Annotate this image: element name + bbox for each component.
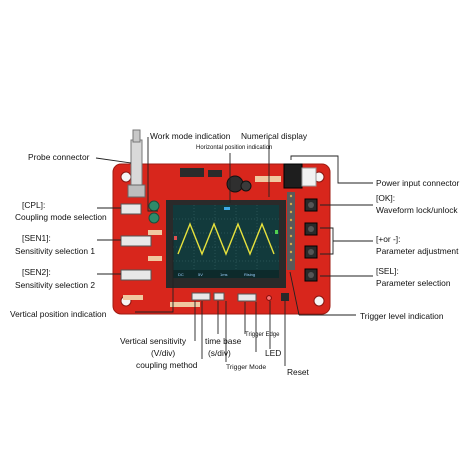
lcd-grid xyxy=(173,205,279,278)
capacitor-top xyxy=(226,175,244,193)
status-timebase: 1ms xyxy=(220,272,228,277)
label-power-input: Power input connector xyxy=(376,178,460,188)
component-row-top xyxy=(255,176,281,182)
lcd-top-marker xyxy=(224,207,230,210)
label-trigger-mode: Trigger Mode xyxy=(226,364,267,371)
pin-header-dots xyxy=(289,194,293,262)
capacitor-top-2 xyxy=(240,180,252,192)
label-v-div: (V/div) xyxy=(151,348,176,358)
left-parts-a xyxy=(148,230,162,235)
label-sensitivity-selection-1: Sensitivity selection 1 xyxy=(15,246,96,256)
label-numerical-display: Numerical display xyxy=(241,131,308,141)
label-parameter-selection: Parameter selection xyxy=(376,278,451,288)
label-parameter-adjustment: Parameter adjustment xyxy=(376,246,459,256)
lcd-left-marker xyxy=(174,236,177,240)
mounting-hole-br xyxy=(313,295,325,307)
led-on-board xyxy=(266,295,272,301)
label-time-base: time base xyxy=(205,336,242,346)
label-sensitivity-selection-2: Sensitivity selection 2 xyxy=(15,280,96,290)
cpl-switch xyxy=(120,203,142,215)
sen2-switch xyxy=(120,269,152,281)
label-sen2-key: [SEN2]: xyxy=(22,267,51,277)
label-coupling-method: coupling method xyxy=(136,360,198,370)
label-trigger-edge: Trigger Edge xyxy=(245,332,280,338)
bottom-switch-2 xyxy=(213,292,225,301)
sen1-switch xyxy=(120,235,152,247)
label-sen1-key: [SEN1]: xyxy=(22,233,51,243)
reset-button-on-board xyxy=(281,293,289,301)
bottom-switch-1 xyxy=(191,292,211,301)
label-work-mode: Work mode indication xyxy=(150,131,231,141)
bnc-connector-body xyxy=(130,139,143,186)
trim-cap-2 xyxy=(148,212,160,224)
left-parts-c xyxy=(123,295,143,300)
label-horizontal-position: Horizontal position indication xyxy=(196,145,273,151)
component-ic-top-left xyxy=(180,168,204,177)
mounting-hole-tl xyxy=(120,171,132,183)
power-jack xyxy=(283,163,303,189)
label-ok-key: [OK]: xyxy=(376,193,396,203)
pin-header-right xyxy=(287,192,295,270)
label-waveform-lock: Waveform lock/unlock xyxy=(376,205,458,215)
label-cpl-key: [CPL]: xyxy=(22,200,46,210)
left-parts-b xyxy=(148,256,162,261)
label-vertical-sensitivity: Vertical sensitivity xyxy=(120,336,187,346)
bnc-connector-tip xyxy=(132,129,141,143)
lcd-screen xyxy=(173,205,279,278)
label-trigger-level: Trigger level indication xyxy=(360,311,444,321)
lcd-waveform xyxy=(177,222,275,256)
label-vertical-position: Vertical position indication xyxy=(10,309,107,319)
label-coupling-mode-selection: Coupling mode selection xyxy=(15,212,107,222)
label-probe-connector: Probe connector xyxy=(28,152,90,162)
bottom-parts xyxy=(170,302,200,307)
component-ic-top xyxy=(208,170,222,177)
trim-cap-1 xyxy=(148,200,160,212)
status-sensitivity: 5V xyxy=(198,272,203,277)
bottom-switch-3 xyxy=(237,293,257,302)
status-trigger: Rising xyxy=(244,272,255,277)
label-plus-minus-key: [+or -]: xyxy=(376,234,401,244)
bnc-connector-base xyxy=(127,184,146,198)
lcd-right-marker xyxy=(275,230,278,234)
status-coupling: DC xyxy=(178,272,184,277)
lcd-status-bar: DC 5V 1ms Rising xyxy=(173,270,279,278)
callout-lines xyxy=(95,137,373,366)
label-s-div: (s/div) xyxy=(208,348,231,358)
power-jack-sticker xyxy=(301,167,317,187)
label-reset: Reset xyxy=(287,367,309,377)
label-sel-key: [SEL]: xyxy=(376,266,399,276)
label-led: LED xyxy=(265,348,282,358)
